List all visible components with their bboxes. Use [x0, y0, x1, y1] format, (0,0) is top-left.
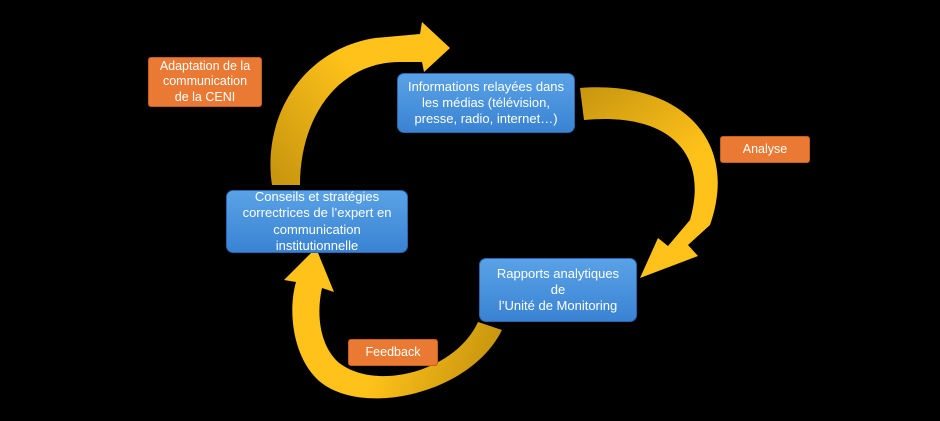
arrow-informations-to-rapports — [580, 87, 718, 278]
arrow-rapports-to-conseils — [284, 248, 502, 399]
label-analyse-text: Analyse — [742, 141, 788, 156]
label-feedback: Feedback — [348, 339, 438, 366]
step-rapports: Rapports analytiques de l’Unité de Monit… — [479, 258, 637, 322]
step-conseils-text: Conseils et stratégies correctrices de l… — [242, 189, 392, 253]
step-informations-text: Informations relayées dans les médias (t… — [407, 78, 565, 127]
step-conseils: Conseils et stratégies correctrices de l… — [226, 189, 408, 253]
label-analyse: Analyse — [720, 136, 810, 163]
step-rapports-text: Rapports analytiques de l’Unité de Monit… — [496, 265, 620, 314]
step-informations: Informations relayées dans les médias (t… — [397, 73, 575, 133]
arrow-conseils-to-informations — [270, 22, 450, 185]
label-feedback-text: Feedback — [365, 344, 421, 359]
label-adaptation: Adaptation de la communication de la CEN… — [148, 57, 262, 107]
label-adaptation-text: Adaptation de la communication de la CEN… — [159, 58, 251, 104]
